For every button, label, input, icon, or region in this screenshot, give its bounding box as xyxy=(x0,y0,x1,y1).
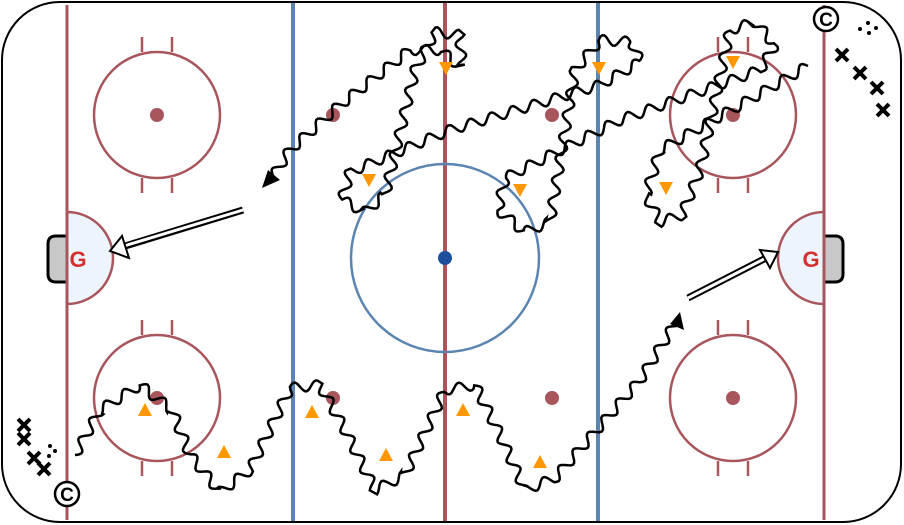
skate-arrowhead-bottom xyxy=(670,312,684,330)
puck-icon xyxy=(48,444,52,448)
cone-up-icon xyxy=(217,445,231,458)
cone-down-icon xyxy=(592,62,606,75)
player-x-icon xyxy=(875,102,891,118)
coach-bottom-left: C xyxy=(53,480,81,508)
right-crease xyxy=(776,210,826,306)
player-x-icon xyxy=(834,47,850,63)
player-x-icon xyxy=(869,80,885,96)
goalie-right: G xyxy=(802,247,819,272)
player-x-icon xyxy=(36,461,52,477)
skate-path-bottom xyxy=(74,321,681,497)
right-net xyxy=(824,234,845,284)
puck-icon xyxy=(866,21,870,25)
puck-icon xyxy=(858,27,862,31)
goalie-left: G xyxy=(69,247,86,272)
cone-up-icon xyxy=(305,405,319,418)
puck-icon xyxy=(53,449,57,453)
cone-up-icon xyxy=(456,403,470,416)
svg-text:C: C xyxy=(60,485,74,506)
cone-up-icon xyxy=(379,448,393,461)
puck-icon xyxy=(874,26,878,30)
player-x-icon xyxy=(852,65,868,81)
skate-path-top xyxy=(270,18,809,233)
cone-down-icon xyxy=(513,184,527,197)
neutral-zone-dot xyxy=(545,391,559,405)
faceoff-circle xyxy=(92,37,222,193)
pass-arrow-left xyxy=(108,206,245,260)
left-crease xyxy=(65,210,115,306)
player-x-icon xyxy=(16,417,32,433)
cone-down-icon xyxy=(362,174,376,187)
cone-down-icon xyxy=(439,62,453,75)
center-dot xyxy=(438,251,452,265)
cone-up-icon xyxy=(138,403,152,416)
puck-icon xyxy=(47,454,51,458)
center-circle xyxy=(349,162,541,354)
player-x-icon xyxy=(26,450,42,466)
skate-arrowhead-top xyxy=(262,170,280,188)
pass-arrow-right xyxy=(686,248,780,302)
puck-icon xyxy=(867,31,871,35)
faceoff-circle xyxy=(668,320,798,476)
neutral-zone-dot xyxy=(545,108,559,122)
cone-down-icon xyxy=(659,182,673,195)
cone-up-icon xyxy=(533,455,547,468)
faceoff-dot xyxy=(150,108,164,122)
svg-text:C: C xyxy=(819,10,833,31)
faceoff-dot xyxy=(726,391,740,405)
cone-down-icon xyxy=(726,56,740,69)
coach-top-right: C xyxy=(812,5,840,33)
player-x-icon xyxy=(16,431,32,447)
left-net xyxy=(46,234,67,284)
